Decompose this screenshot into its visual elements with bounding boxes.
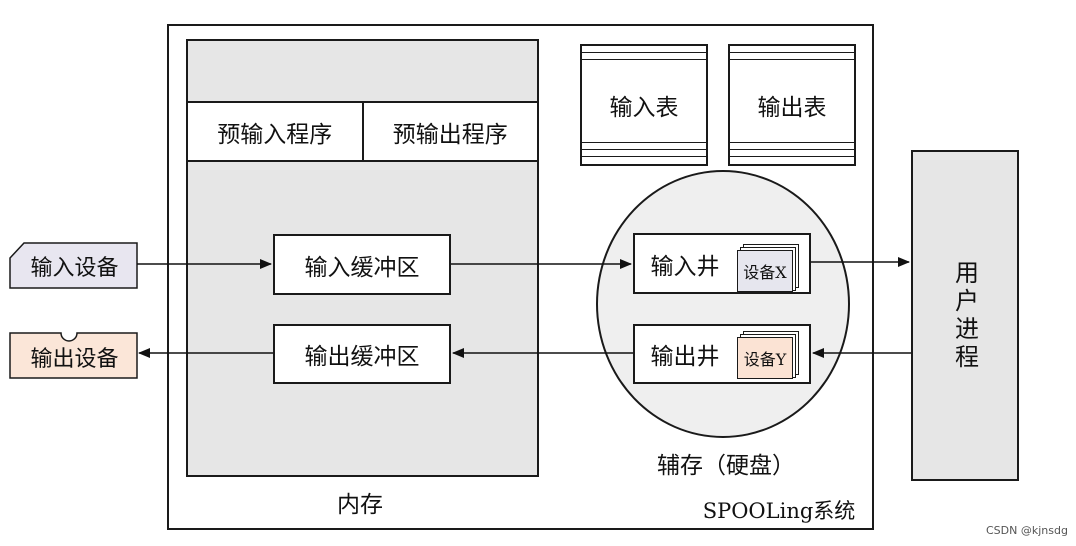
watermark: CSDN @kjnsdg — [986, 524, 1068, 537]
output-well-label: 输出井 — [650, 344, 720, 370]
output-table: 输出表 — [728, 44, 856, 166]
output-table-label: 输出表 — [757, 95, 827, 121]
input-table: 输入表 — [580, 44, 708, 166]
input-buffer: 输入缓冲区 — [273, 234, 451, 295]
program-row: 预输入程序 预输出程序 — [186, 101, 539, 162]
input-device-label: 输入设备 — [30, 256, 119, 281]
disk-label: 辅存（硬盘） — [657, 453, 795, 479]
secondary-storage-disk — [596, 170, 850, 438]
device-x-card: 设备X — [737, 250, 793, 292]
memory-label: 内存 — [337, 492, 383, 518]
device-y-card: 设备Y — [737, 337, 793, 379]
output-device-label: 输出设备 — [30, 347, 119, 372]
input-well-label: 输入井 — [650, 253, 720, 280]
user-process: 用户进程 — [911, 150, 1019, 481]
input-table-label: 输入表 — [609, 95, 679, 121]
pre-input-program: 预输入程序 — [188, 103, 364, 160]
output-device-shape — [9, 332, 138, 379]
output-buffer: 输出缓冲区 — [273, 324, 451, 384]
input-device-shape — [9, 242, 138, 289]
spooling-label: SPOOLing系统 — [702, 499, 856, 523]
pre-output-program: 预输出程序 — [392, 121, 508, 148]
